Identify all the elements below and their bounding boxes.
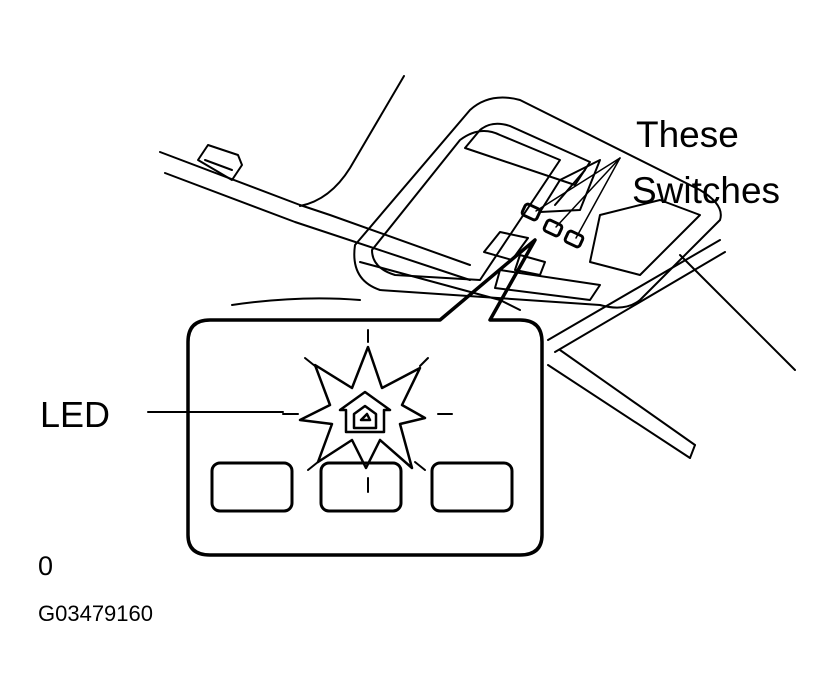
these-label: These [636, 114, 739, 155]
security-indicator-icon [338, 390, 392, 434]
headliner-outline [159, 75, 796, 459]
corner-code: 0 [38, 551, 54, 581]
magnified-switch-panel [186, 238, 544, 557]
led-label: LED [40, 394, 111, 435]
switches-leader-lines [535, 157, 621, 239]
console-switches [520, 202, 585, 249]
led-starburst [282, 329, 453, 493]
overhead-console [353, 96, 722, 309]
figure-id: G03479160 [38, 601, 153, 626]
switches-label: Switches [632, 170, 781, 211]
visor-clip [197, 144, 243, 181]
callout-buttons [210, 461, 514, 513]
